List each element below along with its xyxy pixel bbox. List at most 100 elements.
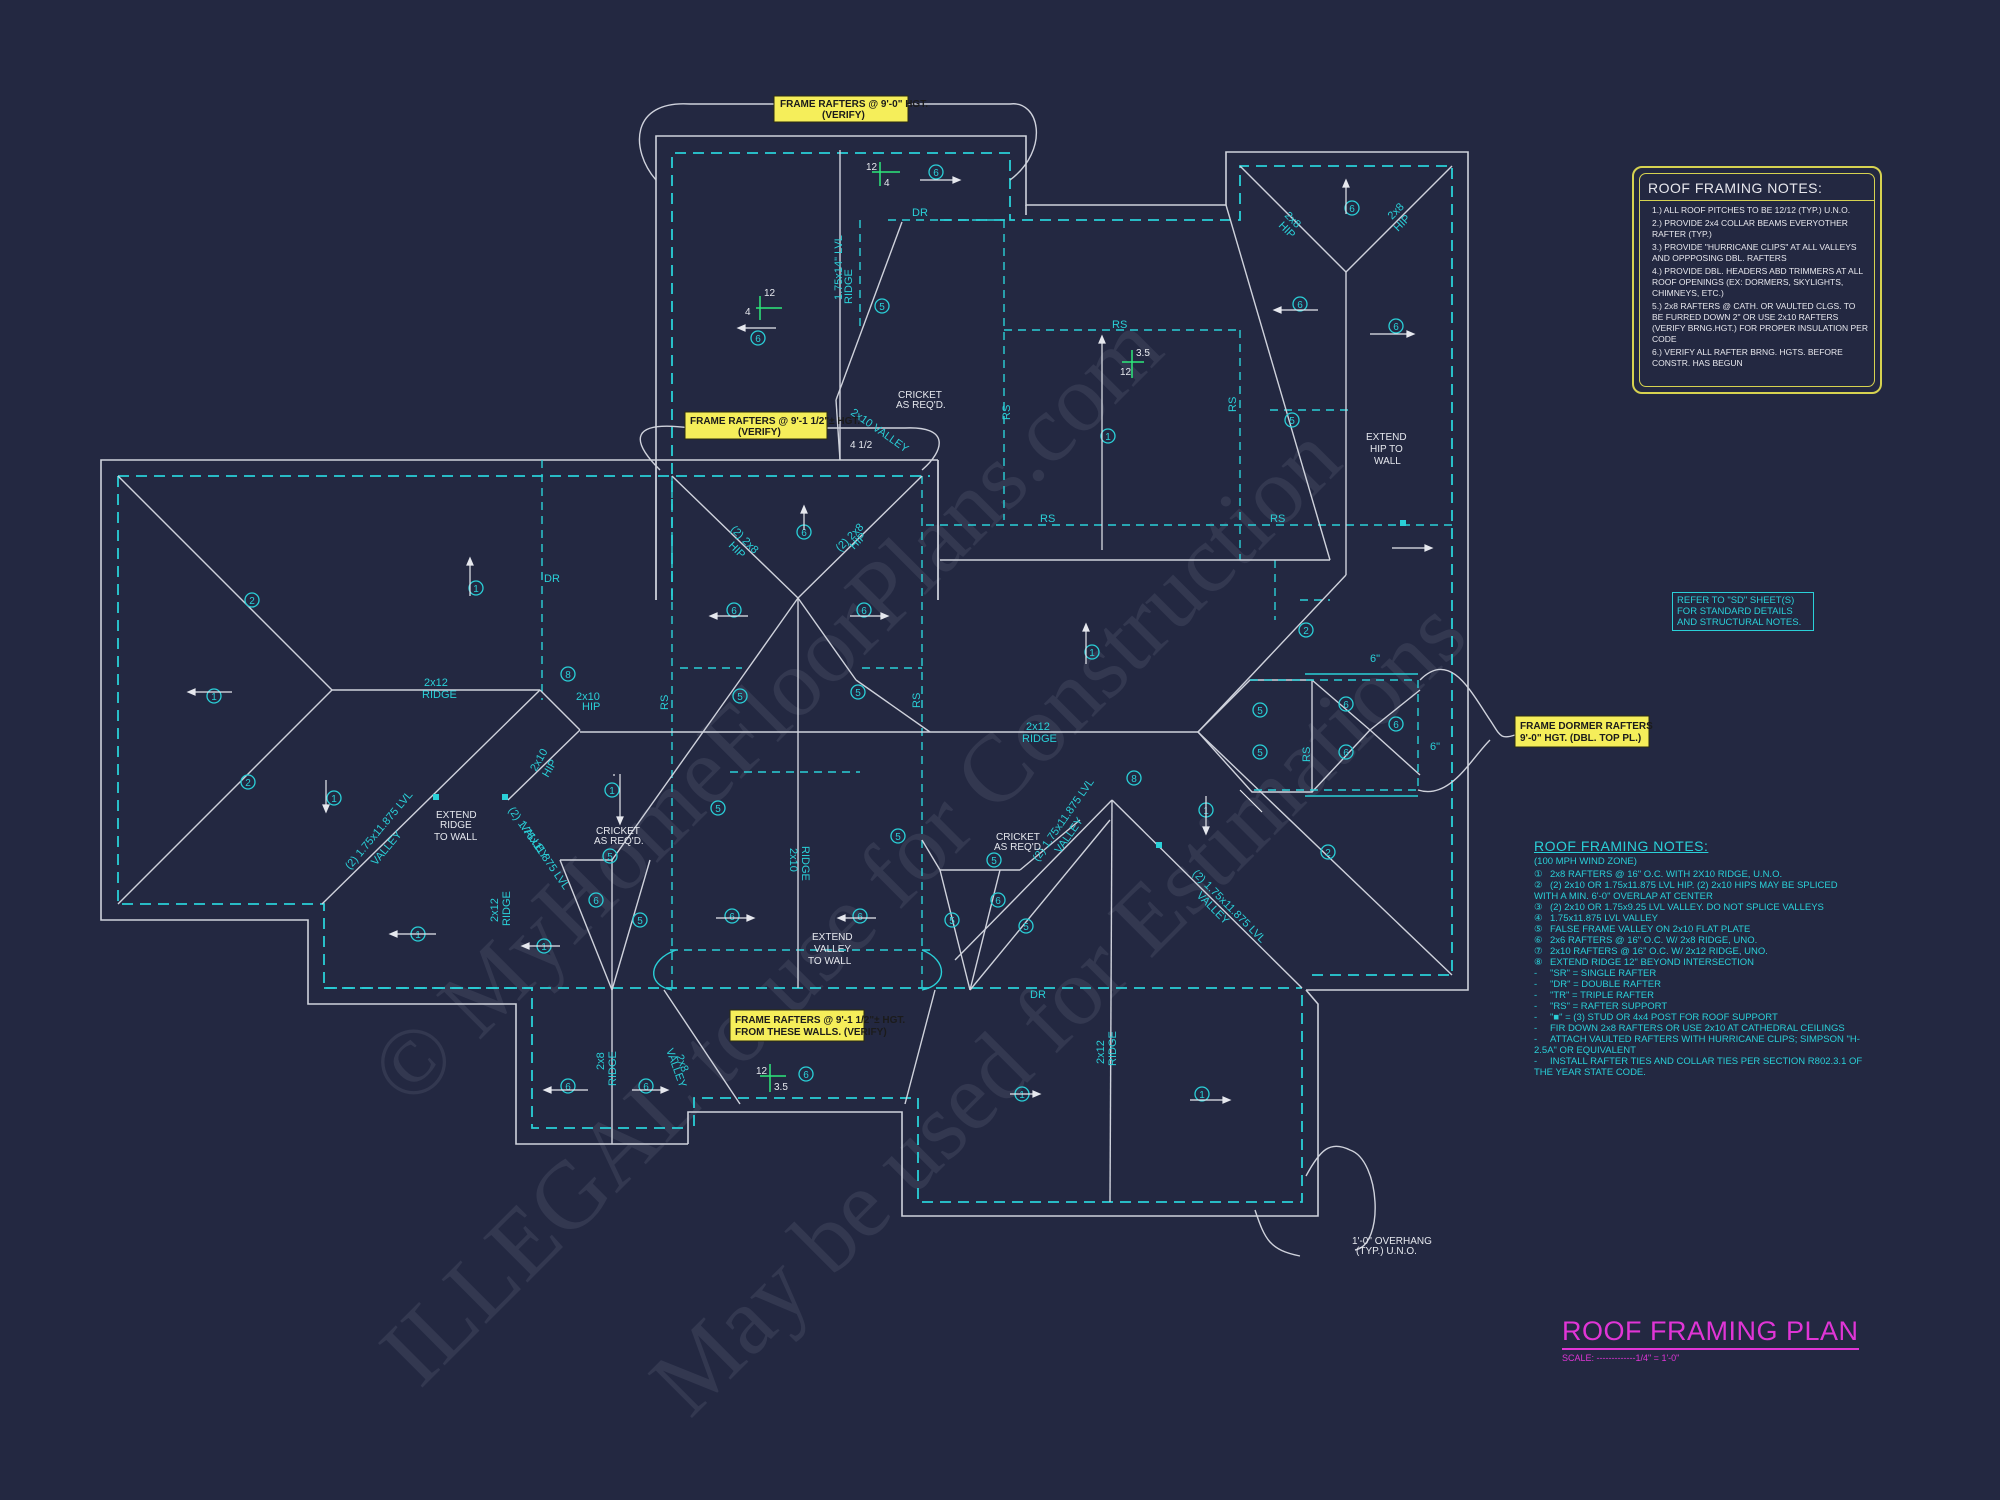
roof-outline <box>100 135 1469 1217</box>
legend-text: "RS" = RAFTER SUPPORT <box>1550 1001 1668 1012</box>
legend-text: 2x10 RAFTERS @ 16" O.C. W/ 2x12 RIDGE, U… <box>1550 946 1768 957</box>
pitch-run: 3.5 <box>1136 348 1150 359</box>
drawing-scale: SCALE: -------------1/4" = 1'-0" <box>1562 1353 1680 1363</box>
svg-text:2: 2 <box>249 596 255 607</box>
marker-6: 6 <box>750 330 766 346</box>
legend-key: - <box>1534 1056 1538 1067</box>
marker-6: 6 <box>1344 200 1360 216</box>
marker-5: 5 <box>986 852 1002 868</box>
legend-key: ③ <box>1534 902 1543 913</box>
marker-6: 6 <box>1388 716 1404 732</box>
marker-5: 5 <box>632 912 648 928</box>
marker-5: 5 <box>944 912 960 928</box>
svg-text:1: 1 <box>1089 648 1095 659</box>
hip-type-label: HIP <box>582 701 600 713</box>
svg-text:6: 6 <box>565 1082 571 1093</box>
pitch-run: 4 <box>745 307 751 318</box>
svg-text:FROM THESE WALLS. (VERIFY): FROM THESE WALLS. (VERIFY) <box>735 1027 887 1038</box>
legend-key: ⑦ <box>1534 946 1543 957</box>
legend-key: - <box>1534 1012 1538 1023</box>
marker-5: 5 <box>1018 918 1034 934</box>
marker-1: 1 <box>468 580 484 596</box>
marker-6: 6 <box>560 1078 576 1094</box>
svg-text:1: 1 <box>609 786 615 797</box>
svg-text:5: 5 <box>1289 416 1295 427</box>
drawing-title: ROOF FRAMING PLAN <box>1562 1316 1859 1350</box>
legend-text: "TR" = TRIPLE RAFTER <box>1550 990 1654 1001</box>
svg-text:6: 6 <box>731 606 737 617</box>
legend-key: ⑧ <box>1534 957 1543 968</box>
ridge-type-label: RIDGE <box>799 846 811 881</box>
svg-text:6: 6 <box>755 334 761 345</box>
legend-text: (2) 2x10 OR 1.75x9.25 LVL VALLEY. DO NOT… <box>1550 902 1824 913</box>
svg-text:1: 1 <box>211 692 217 703</box>
legend-text: INSTALL RAFTER TIES AND COLLAR TIES PER … <box>1534 1056 1865 1078</box>
dimension-label: 6" <box>1370 653 1380 665</box>
rafter-support-label: RS <box>1301 747 1313 762</box>
marker-5: 5 <box>732 688 748 704</box>
callout-frame-rafters-mid: FRAME RAFTERS @ 9'-1 1/2"± HGT. (VERIFY) <box>684 411 860 440</box>
svg-text:2: 2 <box>1325 848 1331 859</box>
marker-2: 2 <box>1298 622 1314 638</box>
svg-text:5: 5 <box>1257 748 1263 759</box>
svg-text:6: 6 <box>861 606 867 617</box>
legend-item: - "RS" = RAFTER SUPPORT <box>1534 1001 1864 1012</box>
marker-6: 6 <box>724 908 740 924</box>
svg-text:6: 6 <box>1343 748 1349 759</box>
legend-item: -"SR" = SINGLE RAFTER <box>1534 968 1864 979</box>
svg-text:5: 5 <box>737 692 743 703</box>
refer-note: REFER TO "SD" SHEET(S) FOR STANDARD DETA… <box>1672 592 1814 631</box>
marker-5: 5 <box>874 298 890 314</box>
pitch-symbols: 12 4 12 4 3.5 12 3.5 12 4 1/2 <box>745 162 1150 1093</box>
support-posts <box>433 520 1406 848</box>
double-rafter-label: DR <box>912 207 928 219</box>
ridge-size-label: 2x12 <box>1095 1040 1107 1064</box>
svg-text:2: 2 <box>1303 626 1309 637</box>
pitch-run: 4 <box>884 178 890 189</box>
svg-text:6: 6 <box>1297 300 1303 311</box>
marker-2: 2 <box>244 592 260 608</box>
rafter-support-label: RS <box>911 693 923 708</box>
svg-text:6: 6 <box>1393 720 1399 731</box>
marker-2: 2 <box>1320 844 1336 860</box>
roof-framing-notes-inner: ROOF FRAMING NOTES: 1.) ALL ROOF PITCHES… <box>1639 173 1875 387</box>
marker-6: 6 <box>726 602 742 618</box>
svg-text:1: 1 <box>541 942 547 953</box>
roof-note-item: 6.) VERIFY ALL RAFTER BRNG. HGTS. BEFORE… <box>1652 347 1843 368</box>
ridge-size-label: 2x12 <box>489 898 501 922</box>
ridge-type-label: RIDGE <box>422 689 457 701</box>
pitch-rise: 12 <box>756 1066 768 1077</box>
marker-2: 2 <box>240 774 256 790</box>
pitch-rise: 12 <box>764 288 776 299</box>
pitch-rise: 12 <box>866 162 878 173</box>
marker-6: 6 <box>1338 696 1354 712</box>
legend-key: - <box>1534 1001 1538 1012</box>
ridge-size-label: 2x12 <box>424 677 448 689</box>
legend-key: - <box>1534 1023 1538 1034</box>
svg-text:6: 6 <box>1393 322 1399 333</box>
svg-text:5: 5 <box>1023 922 1029 933</box>
svg-text:5: 5 <box>879 302 885 313</box>
marker-6: 6 <box>928 164 944 180</box>
legend-key: - <box>1534 1034 1538 1045</box>
rafter-support-label: RS <box>659 695 671 710</box>
pitch-rise: 12 <box>1120 367 1132 378</box>
ridge-type-label: RIDGE <box>1107 1031 1119 1066</box>
svg-text:5: 5 <box>855 688 861 699</box>
svg-text:FRAME RAFTERS @ 9'-1 1/2"± HGT: FRAME RAFTERS @ 9'-1 1/2"± HGT. <box>735 1015 905 1026</box>
ridge-type-label: RIDGE <box>1022 733 1057 745</box>
extend-hip-label: HIP TO <box>1370 444 1403 455</box>
marker-1: 1 <box>326 790 342 806</box>
svg-text:FRAME DORMER RAFTERS: FRAME DORMER RAFTERS <box>1520 721 1653 732</box>
legend-text: ATTACH VAULTED RAFTERS WITH HURRICANE CL… <box>1534 1034 1860 1056</box>
legend-text: FIR DOWN 2x8 RAFTERS OR USE 2x10 AT CATH… <box>1550 1023 1845 1034</box>
cricket-label: CRICKET <box>898 390 942 401</box>
marker-5: 5 <box>602 848 618 864</box>
roof-framing-notes-title: ROOF FRAMING NOTES: <box>1640 174 1874 201</box>
rafter-support-label: RS <box>1001 405 1013 420</box>
svg-text:6: 6 <box>933 168 939 179</box>
rafter-support-label: RS <box>1227 397 1239 412</box>
